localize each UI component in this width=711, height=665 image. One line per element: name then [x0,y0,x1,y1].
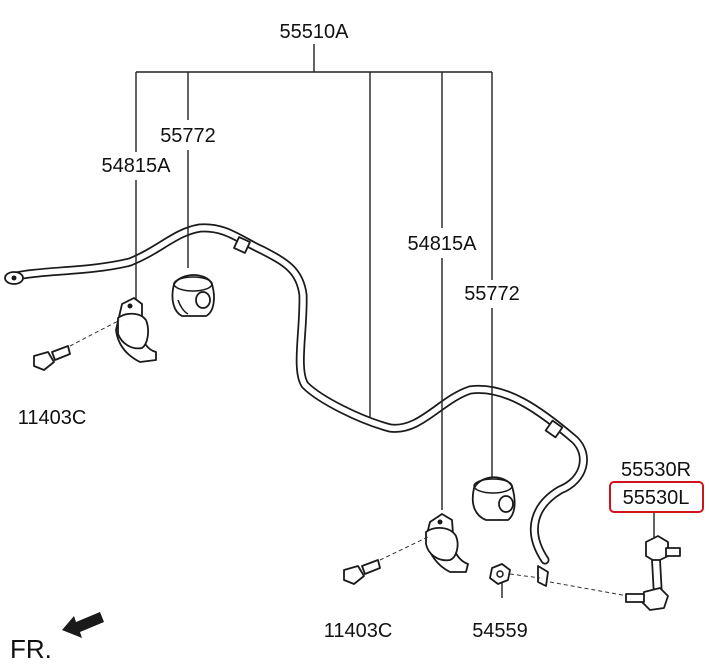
label-bushing-right[interactable]: 55772 [464,283,520,305]
label-nut[interactable]: 54559 [472,620,528,642]
bolt-right[interactable] [343,535,431,585]
bolt-left[interactable] [33,319,121,371]
bracket-left[interactable] [115,297,157,363]
label-link-left[interactable]: 55530L [623,487,690,509]
label-bracket-right[interactable]: 54815A [408,233,478,255]
stabilizer-link[interactable] [625,535,681,611]
label-bushing-upper-left[interactable]: 55772 [160,125,216,147]
stabilizer-bar[interactable] [4,223,588,587]
bushing-right[interactable] [471,476,516,521]
highlight-box [609,481,704,513]
label-bracket-upper-left[interactable]: 54815A [102,155,172,177]
label-bolt-right[interactable]: 11403C [324,620,393,642]
direction-label: FR. [10,634,52,664]
label-stabilizer-bar[interactable]: 55510A [280,21,350,43]
label-link-right[interactable]: 55530R [621,459,691,481]
nut[interactable] [489,563,629,597]
bushing-left[interactable] [171,274,215,317]
label-bolt-left[interactable]: 11403C [18,407,87,429]
arrow-left-down-icon [62,612,104,638]
leader-lines [135,44,655,598]
bracket-right[interactable] [425,513,469,573]
